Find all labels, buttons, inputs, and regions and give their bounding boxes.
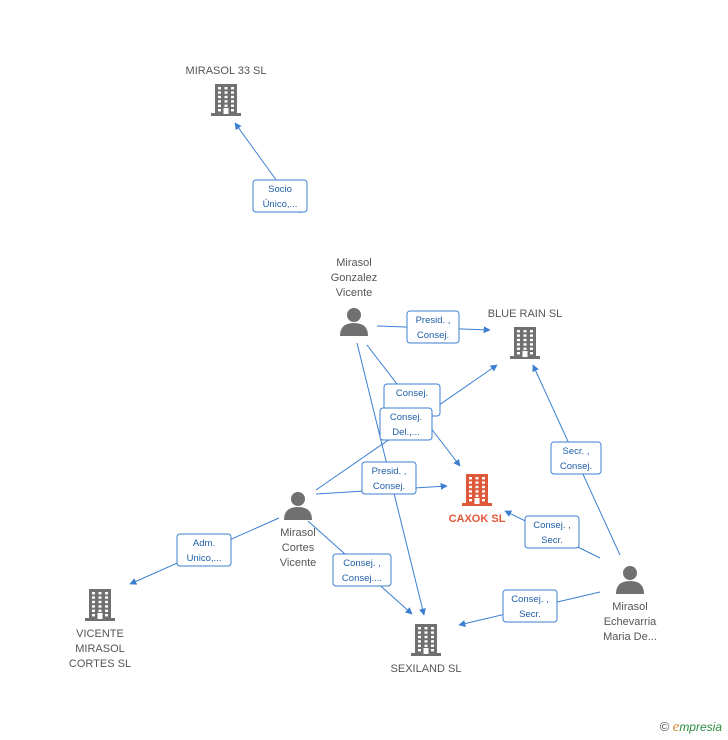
- relation-label-text: Unico,...: [187, 553, 222, 564]
- node-label: CAXOK SL: [449, 513, 506, 525]
- relation-label-text: Del.,...: [392, 427, 419, 438]
- node-label: Vicente: [280, 557, 317, 569]
- relation-label-echevarria-caxok[interactable]: Consej. , Secr.: [524, 515, 580, 549]
- relation-label-box: [379, 407, 433, 441]
- copyright-footer: © empresia: [660, 719, 722, 736]
- relation-label-echevarria-sexiland[interactable]: Consej. , Secr.: [502, 589, 558, 623]
- node-label: Mirasol: [280, 527, 315, 539]
- copyright-symbol: ©: [659, 719, 670, 734]
- relation-label-text: Consej.: [396, 388, 428, 399]
- node-label: Cortes: [282, 542, 315, 554]
- relation-label-text: Secr.: [519, 609, 541, 620]
- relation-label-text: Socio: [268, 184, 292, 195]
- node-label: CORTES SL: [69, 658, 131, 670]
- relation-label-text: Consej. ,: [533, 520, 571, 531]
- node-label: Mirasol: [336, 257, 371, 269]
- node-bluerain[interactable]: BLUE RAIN SL: [488, 308, 563, 359]
- node-label: MIRASOL: [75, 643, 125, 655]
- relation-label-box: [252, 179, 308, 213]
- relation-label-box: [406, 310, 460, 344]
- node-label: Echevarria: [604, 616, 657, 628]
- nodes-layer: MIRASOL 33 SL BLUE RAIN SL CAXOK SL VICENTE…: [69, 65, 657, 675]
- node-label: Gonzalez: [331, 272, 377, 284]
- relation-label-cortes-sexiland[interactable]: Consej. , Consej....: [332, 553, 392, 587]
- node-caxok[interactable]: CAXOK SL: [449, 474, 506, 525]
- node-vicente_sl[interactable]: VICENTE MIRASOL CORTES SL: [69, 589, 131, 670]
- brand-logo-text: mpresia: [679, 720, 722, 734]
- relation-label-box: [361, 461, 417, 495]
- person-icon: [284, 492, 312, 520]
- relation-label-text: Presid. ,: [372, 466, 407, 477]
- relation-label-box: [176, 533, 232, 567]
- node-label: Vicente: [336, 287, 373, 299]
- relation-label-box: [332, 553, 392, 587]
- node-label: VICENTE: [76, 628, 124, 640]
- relation-label-text: Adm.: [193, 538, 215, 549]
- relation-label-text: Presid. ,: [416, 315, 451, 326]
- relation-label-text: Consej....: [342, 573, 382, 584]
- relation-label-echevarria-bluerain[interactable]: Secr. , Consej.: [550, 441, 602, 475]
- relation-label-box: [550, 441, 602, 475]
- relation-label-box: [524, 515, 580, 549]
- person-icon: [616, 566, 644, 594]
- building-icon: [510, 327, 540, 359]
- relation-label-cortes-vicente_sl[interactable]: Adm. Unico,...: [176, 533, 232, 567]
- person-icon: [340, 308, 368, 336]
- building-icon: [85, 589, 115, 621]
- relation-label-gonzalez-mirasol33[interactable]: SocioÚnico,...: [252, 179, 308, 213]
- brand-logo-initial: e: [672, 719, 680, 735]
- relation-label-text: Consej.: [560, 461, 592, 472]
- building-icon: [411, 624, 441, 656]
- relation-label-text: Secr.: [541, 535, 563, 546]
- node-label: MIRASOL 33 SL: [186, 65, 267, 77]
- node-sexiland[interactable]: SEXILAND SL: [391, 624, 462, 675]
- relation-label-text: Consej.: [390, 412, 422, 423]
- relation-label-cortes-bluerain[interactable]: Consej. Del.,...: [379, 407, 433, 441]
- node-label: BLUE RAIN SL: [488, 308, 563, 320]
- relation-label-text: Consej. ,: [511, 594, 549, 605]
- relation-label-box: [502, 589, 558, 623]
- node-label: SEXILAND SL: [391, 663, 462, 675]
- relation-label-text: Único,...: [263, 199, 298, 210]
- relation-label-text: Secr. ,: [563, 446, 590, 457]
- building-icon: [462, 474, 492, 506]
- building-icon: [211, 84, 241, 116]
- relation-label-text: Consej.: [417, 330, 449, 341]
- relation-label-text: Consej.: [373, 481, 405, 492]
- relation-label-cortes-caxok[interactable]: Presid. , Consej.: [361, 461, 417, 495]
- relation-label-text: Consej. ,: [343, 558, 381, 569]
- relation-label-gonzalez-bluerain[interactable]: Presid. , Consej.: [406, 310, 460, 344]
- node-label: Mirasol: [612, 601, 647, 613]
- node-label: Maria De...: [603, 631, 657, 643]
- node-mirasol33[interactable]: MIRASOL 33 SL: [186, 65, 267, 116]
